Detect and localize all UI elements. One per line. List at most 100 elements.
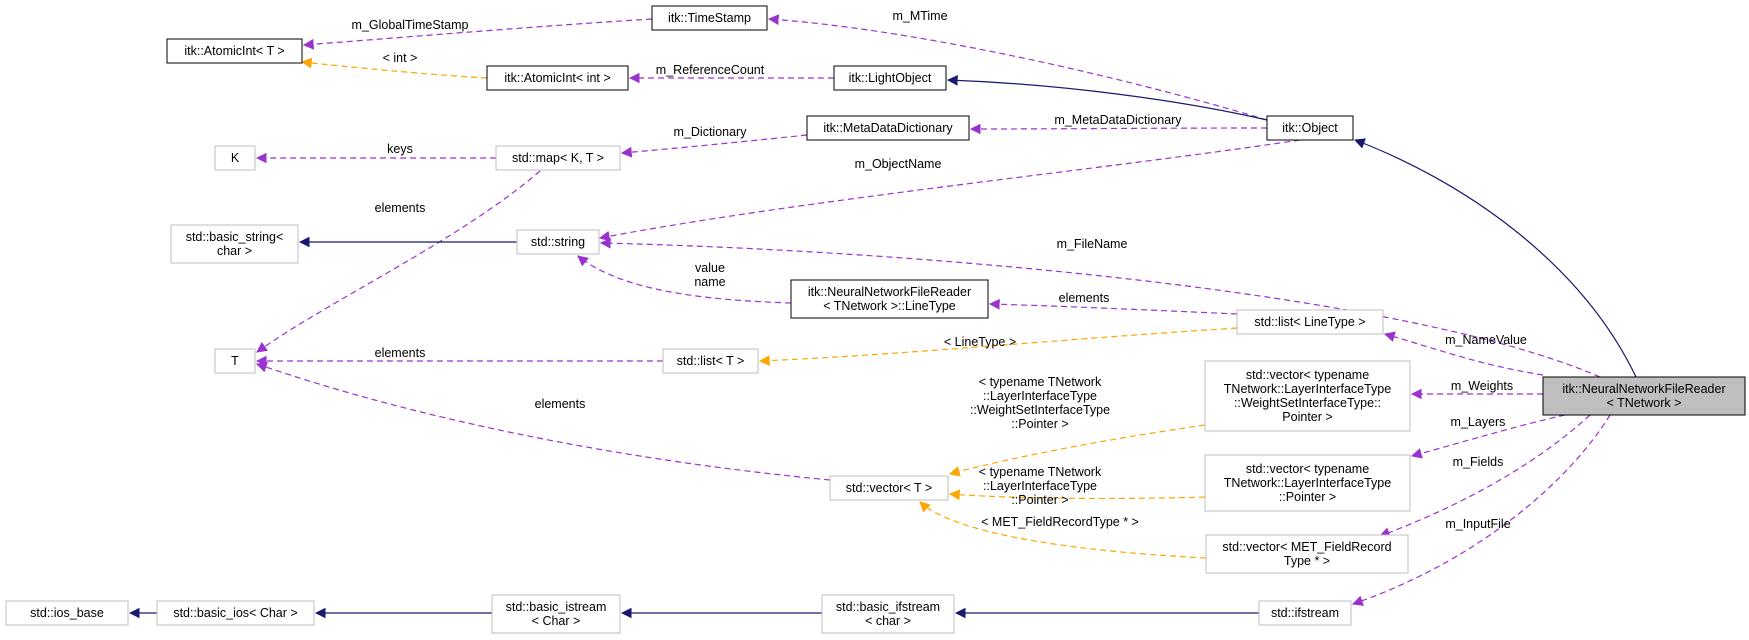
node-box <box>170 224 299 264</box>
node-atomicint-int[interactable]: itk::AtomicInt< int > <box>486 65 629 91</box>
node-vector-fields[interactable]: std::vector< MET_FieldRecordType * > <box>1205 534 1409 574</box>
node-vector-layers[interactable]: std::vector< typenameTNetwork::LayerInte… <box>1204 454 1411 512</box>
edge-label: m_NameValue <box>1445 333 1527 347</box>
node-label: < char > <box>865 614 911 628</box>
node-atomicint-t[interactable]: itk::AtomicInt< T > <box>166 38 303 64</box>
edge-label: m_ReferenceCount <box>656 63 765 77</box>
edge-label: value <box>695 261 725 275</box>
edge-object-to-metadatadict <box>969 123 1268 135</box>
edge-label: ::LayerInterfaceType <box>983 479 1097 493</box>
node-box <box>491 594 621 634</box>
node-vector-t[interactable]: std::vector< T > <box>829 475 949 501</box>
edge-label: elements <box>535 397 586 411</box>
edge-vector_fields-to-vector_t <box>919 501 1207 559</box>
node-label: Type * > <box>1284 554 1330 568</box>
node-box <box>829 475 949 501</box>
node-object[interactable]: itk::Object <box>1266 115 1354 141</box>
node-t[interactable]: T <box>214 348 256 374</box>
edge-metadatadict-to-map <box>620 134 808 158</box>
edge-vector_weights-to-vector_t <box>948 424 1206 477</box>
edge-label: elements <box>1059 291 1110 305</box>
node-basic-string[interactable]: std::basic_string<char > <box>170 224 299 264</box>
node-label: TNetwork::LayerInterfaceType <box>1224 476 1391 490</box>
edge-label: m_MetaDataDictionary <box>1054 113 1182 127</box>
node-timestamp[interactable]: itk::TimeStamp <box>651 5 768 31</box>
edges-layer <box>128 14 1637 619</box>
node-linetype[interactable]: itk::NeuralNetworkFileReader< TNetwork >… <box>790 279 989 319</box>
node-box <box>1204 360 1411 432</box>
node-label: std::basic_istream <box>506 600 607 614</box>
node-box <box>1258 600 1352 626</box>
edge-label: ::Pointer > <box>1011 493 1068 507</box>
edge-label: m_Fields <box>1453 455 1504 469</box>
node-box <box>1542 376 1746 416</box>
edge-reader-to-vector_layers <box>1410 414 1566 459</box>
node-box <box>806 115 970 141</box>
node-box <box>790 279 989 319</box>
node-box <box>516 229 600 255</box>
node-label: std::vector< typename <box>1246 368 1369 382</box>
edge-label: < typename TNetwork <box>979 375 1102 389</box>
node-ifstream[interactable]: std::ifstream <box>1258 600 1352 626</box>
edge-label: ::LayerInterfaceType <box>983 389 1097 403</box>
edge-labels-layer: m_GlobalTimeStamp< int >m_ReferenceCount… <box>352 9 1527 531</box>
node-label: std::list< T > <box>677 354 745 368</box>
node-label: std::basic_string< <box>186 230 284 244</box>
edge-reader-to-string <box>599 237 1601 378</box>
node-list-linetype[interactable]: std::list< LineType > <box>1236 309 1384 335</box>
edge-list_linetype-to-linetype <box>988 298 1238 315</box>
edge-label: elements <box>375 201 426 215</box>
edge-vector_layers-to-vector_t <box>948 489 1206 501</box>
node-basic-istream[interactable]: std::basic_istream< Char > <box>491 594 621 634</box>
node-label: std::basic_ifstream <box>836 600 940 614</box>
node-box <box>486 65 629 91</box>
node-basic-ios[interactable]: std::basic_ios< Char > <box>156 600 315 626</box>
node-k[interactable]: K <box>214 145 256 171</box>
node-box <box>1266 115 1354 141</box>
edge-list_linetype-to-list_t <box>758 327 1238 366</box>
node-basic-ifstream[interactable]: std::basic_ifstream< char > <box>821 594 955 634</box>
node-label: < Char > <box>532 614 581 628</box>
node-label: < TNetwork > <box>1607 396 1682 410</box>
node-label: itk::NeuralNetworkFileReader <box>1562 382 1725 396</box>
node-box <box>495 145 621 171</box>
edge-label: m_Weights <box>1451 379 1513 393</box>
edge-label: m_FileName <box>1057 237 1128 251</box>
edge-label: m_ObjectName <box>855 157 942 171</box>
edge-timestamp-to-atomicint_t <box>302 18 653 50</box>
node-label: K <box>231 151 240 165</box>
node-map[interactable]: std::map< K, T > <box>495 145 621 171</box>
edge-reader-to-ifstream <box>1351 414 1611 606</box>
edge-label: < typename TNetwork <box>979 465 1102 479</box>
node-label: itk::LightObject <box>849 71 932 85</box>
node-box <box>1204 454 1411 512</box>
node-metadatadict[interactable]: itk::MetaDataDictionary <box>806 115 970 141</box>
node-reader[interactable]: itk::NeuralNetworkFileReader< TNetwork > <box>1542 376 1746 416</box>
edge-label: < int > <box>383 51 418 65</box>
node-label: std::list< LineType > <box>1254 315 1365 329</box>
node-label: itk::NeuralNetworkFileReader <box>808 285 971 299</box>
node-string[interactable]: std::string <box>516 229 600 255</box>
node-box <box>214 145 256 171</box>
edge-label: m_InputFile <box>1445 517 1510 531</box>
node-label: ::WeightSetInterfaceType:: <box>1234 396 1381 410</box>
node-lightobject[interactable]: itk::LightObject <box>833 65 947 91</box>
node-label: std::ios_base <box>30 606 104 620</box>
edge-label: elements <box>375 346 426 360</box>
node-label: T <box>231 354 239 368</box>
edge-linetype-to-string <box>577 255 792 304</box>
node-label: TNetwork::LayerInterfaceType <box>1224 382 1391 396</box>
node-label: std::string <box>531 235 585 249</box>
node-box <box>214 348 256 374</box>
edge-label: m_Layers <box>1451 415 1506 429</box>
node-label: < TNetwork >::LineType <box>823 299 956 313</box>
edge-label: ::WeightSetInterfaceType <box>970 403 1110 417</box>
edge-object-to-lightobject <box>946 74 1268 121</box>
edge-reader-to-object <box>1353 138 1637 378</box>
node-list-t[interactable]: std::list< T > <box>662 348 759 374</box>
node-vector-weights[interactable]: std::vector< typenameTNetwork::LayerInte… <box>1204 360 1411 432</box>
node-ios-base[interactable]: std::ios_base <box>5 600 129 626</box>
node-label: std::vector< typename <box>1246 462 1369 476</box>
